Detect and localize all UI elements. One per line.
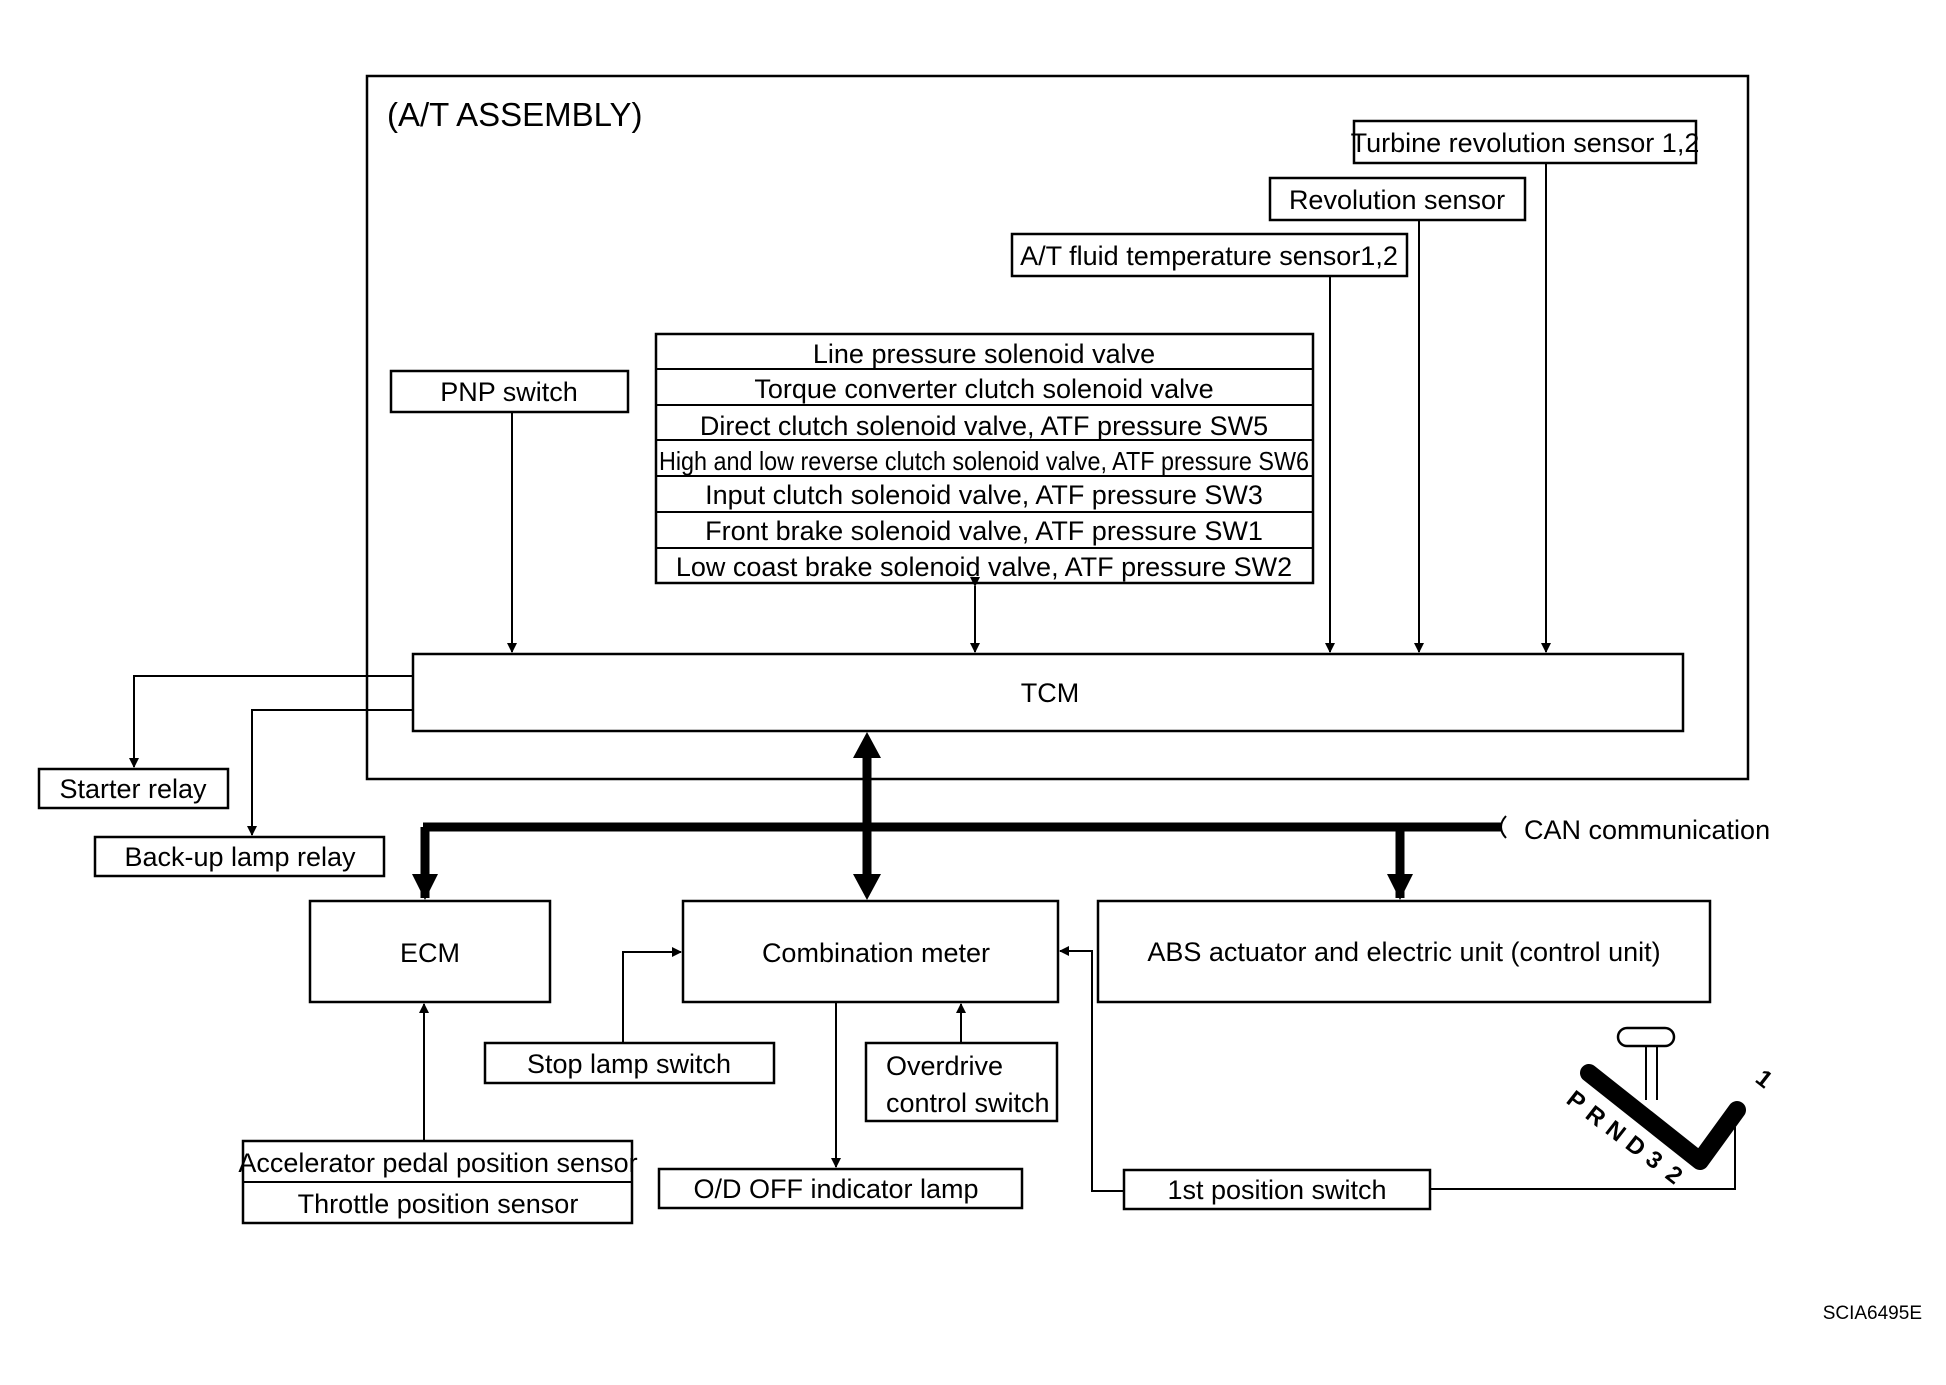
pnp-switch-box: PNP switch [389,369,630,414]
fluid-temperature-sensor-label: A/T fluid temperature sensor1,2 [1020,241,1398,271]
stop-lamp-switch-label: Stop lamp switch [527,1049,731,1079]
first-position-switch-box: 1st position switch [1122,1168,1432,1211]
pnp-switch-label: PNP switch [440,377,578,407]
solenoid-item: Front brake solenoid valve, ATF pressure… [705,516,1263,546]
combination-meter-label: Combination meter [762,938,990,968]
ecm-label: ECM [400,938,460,968]
turbine-revolution-sensor-label: Turbine revolution sensor 1,2 [1351,128,1700,158]
overdrive-label-line1: Overdrive [886,1051,1003,1081]
solenoid-item: Line pressure solenoid valve [813,339,1155,369]
shift-gate [1580,1064,1746,1170]
at-assembly-frame [365,74,1750,781]
accelerator-pedal-sensor-label: Accelerator pedal position sensor [238,1148,637,1178]
solenoid-item: High and low reverse clutch solenoid val… [659,446,1309,476]
fluid-temperature-sensor-box: A/T fluid temperature sensor1,2 [1010,232,1409,278]
shift-position-1: 1 [1750,1064,1777,1094]
backup-lamp-relay-label: Back-up lamp relay [124,842,356,872]
can-communication-label: CAN communication [1524,815,1770,845]
turbine-revolution-sensor-box: Turbine revolution sensor 1,2 [1351,119,1700,165]
shift-position-n: N [1600,1115,1630,1147]
starter-relay-label: Starter relay [59,774,207,804]
at-assembly-label: (A/T ASSEMBLY) [387,96,643,133]
shifter-to-first-position-line [1430,1127,1736,1190]
can-bus-break-mark [1500,815,1507,839]
tcm-label: TCM [1021,678,1079,708]
solenoid-item: Direct clutch solenoid valve, ATF pressu… [700,411,1268,441]
shift-position-2: 2 [1660,1160,1687,1190]
backup-lamp-relay-box: Back-up lamp relay [93,835,386,878]
abs-actuator-box: ABS actuator and electric unit (control … [1096,899,1712,1004]
shift-lever-graphic: P R N D 3 2 1 [1561,1026,1777,1190]
first-position-to-meter-line [1059,946,1124,1192]
revolution-sensor-box: Revolution sensor [1268,176,1527,222]
stop-lamp-to-meter-line [622,947,682,1044]
throttle-position-sensor-label: Throttle position sensor [298,1189,579,1219]
solenoid-item: Torque converter clutch solenoid valve [754,374,1213,404]
shift-position-d: D [1620,1130,1650,1162]
abs-actuator-label: ABS actuator and electric unit (control … [1147,937,1660,967]
starter-relay-box: Starter relay [37,767,230,810]
tcm-box: TCM [411,652,1685,733]
solenoid-item: Input clutch solenoid valve, ATF pressur… [705,480,1263,510]
accelerator-throttle-sensor-box: Accelerator pedal position sensor Thrott… [238,1139,638,1225]
shift-position-r: R [1580,1100,1610,1132]
stop-lamp-switch-box: Stop lamp switch [483,1041,776,1085]
ecm-box: ECM [308,899,552,1004]
overdrive-control-switch-box: Overdrive control switch [864,1041,1059,1123]
solenoid-item: Low coast brake solenoid valve, ATF pres… [676,552,1292,582]
meter-can-arrow-down [853,874,881,900]
revolution-sensor-label: Revolution sensor [1289,185,1505,215]
tcm-to-starter-line [129,675,413,768]
shift-position-p: P [1561,1085,1590,1116]
od-off-indicator-lamp-label: O/D OFF indicator lamp [693,1174,978,1204]
overdrive-label-line2: control switch [886,1088,1050,1118]
shift-knob [1616,1026,1676,1048]
tcm-to-backup-line [247,709,413,836]
solenoid-valve-stack: Line pressure solenoid valve Torque conv… [654,332,1315,585]
first-position-switch-label: 1st position switch [1167,1175,1386,1205]
shift-position-3: 3 [1640,1145,1667,1175]
figure-code: SCIA6495E [1823,1303,1922,1324]
tcm-can-arrow-up [853,732,881,758]
combination-meter-box: Combination meter [681,899,1060,1004]
od-off-indicator-lamp-box: O/D OFF indicator lamp [657,1167,1024,1210]
